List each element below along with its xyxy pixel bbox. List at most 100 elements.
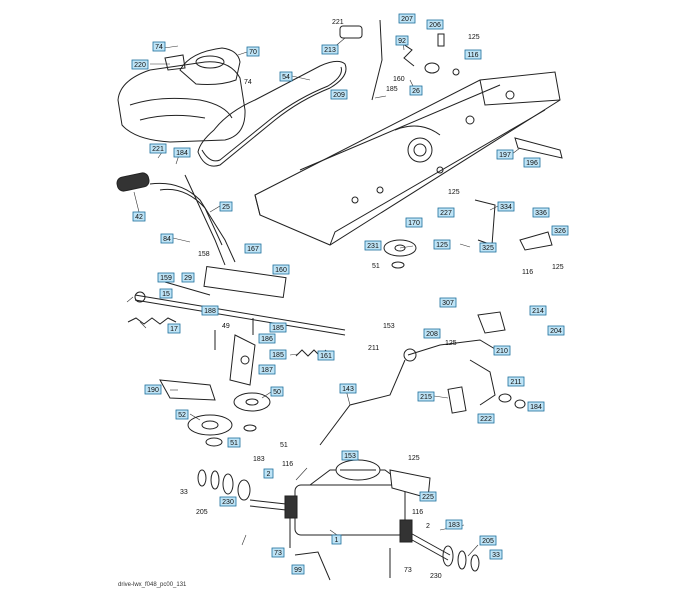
svg-text:185: 185 (272, 352, 284, 359)
svg-text:33: 33 (492, 552, 500, 559)
callout-labels-boxed: 74 70 220 54 213 207 206 92 116 209 26 2… (131, 13, 569, 575)
svg-text:15: 15 (162, 291, 170, 298)
svg-text:307: 307 (442, 300, 454, 307)
svg-text:325: 325 (482, 245, 494, 252)
svg-text:153: 153 (344, 453, 356, 460)
callout-334: 334 (497, 201, 515, 212)
callout-17: 17 (167, 323, 181, 334)
tension-rod-shape (371, 19, 383, 101)
callout-99: 99 (291, 564, 305, 575)
callout-84: 84 (160, 233, 174, 244)
svg-text:183: 183 (448, 522, 460, 529)
svg-text:29: 29 (184, 275, 192, 282)
svg-text:209: 209 (333, 92, 345, 99)
plain-211: 211 (368, 345, 379, 352)
svg-text:50: 50 (273, 389, 281, 396)
callout-208: 208 (423, 328, 441, 339)
callout-33-b: 33 (489, 549, 503, 560)
svg-text:225: 225 (422, 494, 434, 501)
plain-183: 183 (253, 456, 265, 463)
plain-51-b: 51 (372, 263, 380, 270)
svg-text:336: 336 (535, 210, 547, 217)
callout-231: 231 (364, 240, 382, 251)
svg-text:188: 188 (204, 308, 216, 315)
svg-text:205: 205 (482, 538, 494, 545)
callout-50: 50 (270, 386, 284, 397)
callout-213: 213 (321, 44, 339, 55)
shift-rod-shape (319, 359, 406, 446)
svg-text:230: 230 (222, 499, 234, 506)
callout-170: 170 (405, 217, 423, 228)
callout-161: 161 (317, 350, 335, 361)
plain-2: 2 (426, 523, 430, 530)
callout-183-b: 183 (445, 519, 463, 530)
engine-cover-shape (117, 47, 246, 143)
callout-74: 74 (152, 41, 166, 52)
callout-2: 2 (263, 468, 274, 479)
callout-206: 206 (426, 19, 444, 30)
svg-text:190: 190 (147, 387, 159, 394)
svg-text:74: 74 (155, 44, 163, 51)
svg-text:196: 196 (526, 160, 538, 167)
plain-116-b: 116 (522, 269, 533, 276)
svg-text:334: 334 (500, 204, 512, 211)
plain-116-c: 116 (282, 461, 293, 468)
cross-shaft-shape (134, 265, 346, 336)
plain-125-c: 125 (448, 189, 460, 196)
callout-190: 190 (144, 384, 162, 395)
svg-text:227: 227 (440, 210, 452, 217)
callout-326: 326 (551, 225, 569, 236)
callout-205-b: 205 (479, 535, 497, 546)
svg-text:215: 215 (420, 394, 432, 401)
svg-text:73: 73 (274, 550, 282, 557)
svg-text:197: 197 (499, 152, 511, 159)
svg-text:231: 231 (367, 243, 379, 250)
svg-text:25: 25 (222, 204, 230, 211)
svg-text:70: 70 (249, 49, 257, 56)
lift-lever-shape (116, 172, 236, 266)
plain-73: 73 (404, 567, 412, 574)
svg-text:54: 54 (282, 74, 290, 81)
plain-160: 160 (393, 76, 405, 83)
callout-196: 196 (523, 157, 541, 168)
plain-221: 221 (332, 19, 344, 26)
callout-211-b: 211 (507, 376, 525, 387)
drive-belt-shape (197, 60, 347, 167)
callout-26: 26 (409, 85, 423, 96)
callout-159: 159 (157, 272, 175, 283)
callout-307: 307 (439, 297, 457, 308)
callout-167: 167 (244, 243, 262, 254)
svg-text:186: 186 (261, 336, 273, 343)
brake-pedal-shape (477, 311, 506, 334)
plain-51-c: 51 (280, 442, 288, 449)
plain-125-a: 125 (468, 34, 480, 41)
parts-illustration (116, 19, 563, 581)
svg-text:210: 210 (496, 348, 508, 355)
idler-pulley-50-shape (233, 392, 271, 412)
plain-125-d: 125 (552, 264, 564, 271)
svg-text:221: 221 (152, 146, 164, 153)
callout-220: 220 (131, 59, 149, 70)
callout-186: 186 (258, 333, 276, 344)
callout-204: 204 (547, 325, 565, 336)
svg-text:167: 167 (247, 246, 259, 253)
svg-text:204: 204 (550, 328, 562, 335)
svg-text:208: 208 (426, 331, 438, 338)
plain-205: 205 (196, 509, 208, 516)
callout-185: 185 (269, 322, 287, 333)
transaxle-shape (249, 459, 451, 561)
svg-text:206: 206 (429, 22, 441, 29)
svg-text:207: 207 (401, 16, 413, 23)
callout-336: 336 (532, 207, 550, 218)
callout-215: 215 (417, 391, 435, 402)
callout-197: 197 (496, 149, 514, 160)
callout-1: 1 (331, 534, 342, 545)
svg-text:184: 184 (176, 150, 188, 157)
svg-text:159: 159 (160, 275, 172, 282)
callout-70: 70 (246, 46, 260, 57)
svg-text:213: 213 (324, 47, 336, 54)
svg-text:184: 184 (530, 404, 542, 411)
svg-text:92: 92 (398, 38, 406, 45)
callout-52: 52 (175, 409, 189, 420)
svg-text:125: 125 (436, 242, 448, 249)
